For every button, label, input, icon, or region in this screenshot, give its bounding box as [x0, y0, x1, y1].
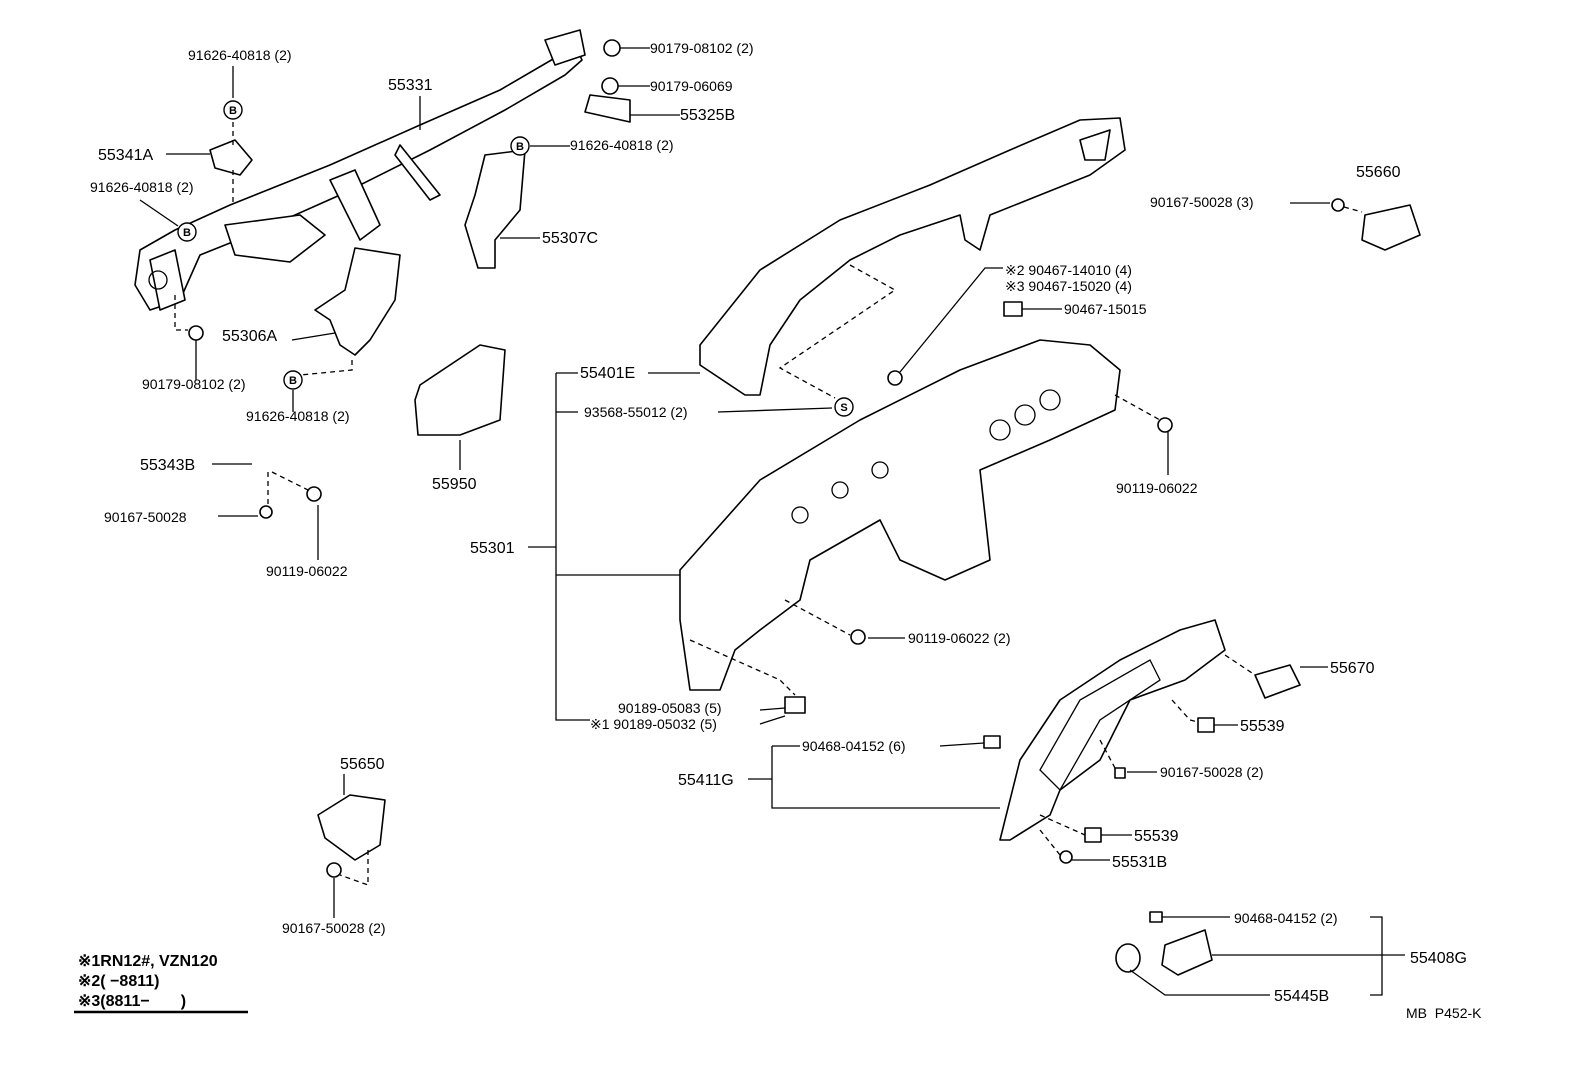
label: 91626-40818 (2)	[246, 408, 350, 424]
applicability-notes: ※1RN12#, VZN120 ※2( −8811) ※3(8811− )	[78, 953, 218, 1010]
label: 55331	[388, 77, 433, 94]
bracket-55325B	[584, 94, 631, 123]
label: 55301	[470, 540, 515, 557]
label: 90167-50028	[104, 509, 187, 525]
reinforcement-55331	[134, 29, 586, 311]
note: ※3(8811− )	[78, 993, 186, 1010]
label: 55950	[432, 476, 477, 493]
duct-55950	[414, 344, 506, 436]
cluster-finish-55411G	[999, 619, 1226, 841]
label: 90167-50028 (2)	[282, 920, 386, 936]
vent-55650	[317, 794, 386, 861]
label: 55325B	[680, 107, 735, 124]
seal-marker: S	[840, 402, 847, 414]
part-labels: 91626-40818 (2) 55331 90179-08102 (2) 90…	[90, 40, 1467, 1005]
label: 55343B	[140, 457, 195, 474]
label: 55531B	[1112, 854, 1167, 871]
label: 55670	[1330, 660, 1375, 677]
label: 55650	[340, 756, 385, 773]
label: ※3 90467-15020 (4)	[1005, 278, 1132, 294]
bolt-marker: B	[183, 227, 191, 239]
label: 55660	[1356, 164, 1401, 181]
label: 90119-06022	[1116, 480, 1198, 496]
vent-55660	[1361, 204, 1421, 251]
label: ※2 90467-14010 (4)	[1005, 262, 1132, 278]
bolt-marker: B	[229, 105, 237, 117]
vent-55670	[1254, 664, 1301, 699]
label: 55408G	[1410, 950, 1467, 967]
instrument-panel-55301	[679, 339, 1121, 691]
label: 90167-50028 (2)	[1160, 764, 1264, 780]
label: 55445B	[1274, 988, 1329, 1005]
label: 93568-55012 (2)	[584, 404, 688, 420]
bracket-55307C	[464, 149, 526, 269]
label: 90189-05083 (5)	[618, 700, 722, 716]
note: ※1RN12#, VZN120	[78, 953, 218, 970]
bezel-55445B	[1115, 943, 1141, 973]
bolt-marker: B	[289, 375, 297, 387]
panel-55401E	[699, 117, 1126, 396]
label: 55401E	[580, 365, 635, 382]
bolt-marker: B	[516, 141, 524, 153]
leader-lines	[74, 47, 1405, 1014]
label: 90119-06022	[266, 563, 348, 579]
label: 90179-08102 (2)	[142, 376, 246, 392]
label: 90468-04152 (2)	[1234, 910, 1338, 926]
label: 91626-40818 (2)	[570, 137, 674, 153]
bracket-55341A	[209, 139, 253, 176]
label: 55341A	[98, 147, 153, 164]
label: 90179-06069	[650, 78, 733, 94]
label: 55539	[1240, 718, 1285, 735]
note: ※2( −8811)	[78, 973, 159, 990]
label: 90167-50028 (3)	[1150, 194, 1254, 210]
label: 91626-40818 (2)	[90, 179, 194, 195]
label: 90179-08102 (2)	[650, 40, 754, 56]
bracket-55306A	[314, 247, 401, 356]
label: 90468-04152 (6)	[802, 738, 906, 754]
label: 55307C	[542, 230, 598, 247]
label: 55306A	[222, 328, 277, 345]
footer-code: MB P452-K	[1406, 1005, 1482, 1021]
label: 90119-06022 (2)	[908, 630, 1010, 646]
bolt-markers: B B B B S	[177, 100, 848, 414]
label: ※1 90189-05032 (5)	[590, 716, 717, 732]
label: 91626-40818 (2)	[188, 47, 292, 63]
cover-55408G	[1161, 929, 1213, 976]
label: 55539	[1134, 828, 1179, 845]
label: 55411G	[678, 772, 734, 789]
label: 90467-15015	[1064, 301, 1147, 317]
